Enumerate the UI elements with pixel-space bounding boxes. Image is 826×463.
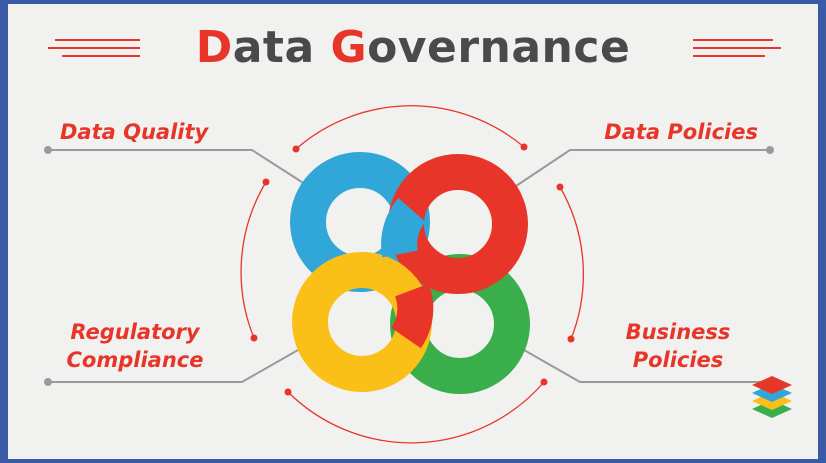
ring-red-overlap (390, 283, 434, 349)
diagram-panel: Data Governance (8, 4, 818, 459)
layered-stack-logo (752, 376, 792, 418)
label-compliance: Compliance (66, 348, 204, 372)
title-word-overnance: overnance (367, 22, 631, 73)
label-data-policies: Data Policies (604, 120, 758, 144)
orbit-arcs (240, 105, 584, 444)
ring-blue-overlap (381, 198, 427, 258)
title-decor-left (48, 39, 140, 57)
label-regulatory: Regulatory (70, 320, 200, 344)
label-business: Business (625, 320, 731, 344)
title-word-ata: ata (232, 22, 331, 73)
title-initial-d: D (195, 22, 233, 73)
label-data-quality: Data Quality (60, 120, 209, 144)
label-business-policies: Business Policies (608, 318, 748, 374)
diagram-title: Data Governance (8, 22, 818, 73)
label-policies: Policies (632, 348, 724, 372)
label-regulatory-compliance: Regulatory Compliance (50, 318, 220, 374)
interlocking-rings (290, 152, 530, 394)
orbit-arrowheads (250, 143, 575, 396)
governance-diagram (44, 39, 792, 444)
connector-lines (48, 149, 770, 383)
title-decor-right (693, 39, 781, 57)
title-initial-g: G (330, 22, 368, 73)
